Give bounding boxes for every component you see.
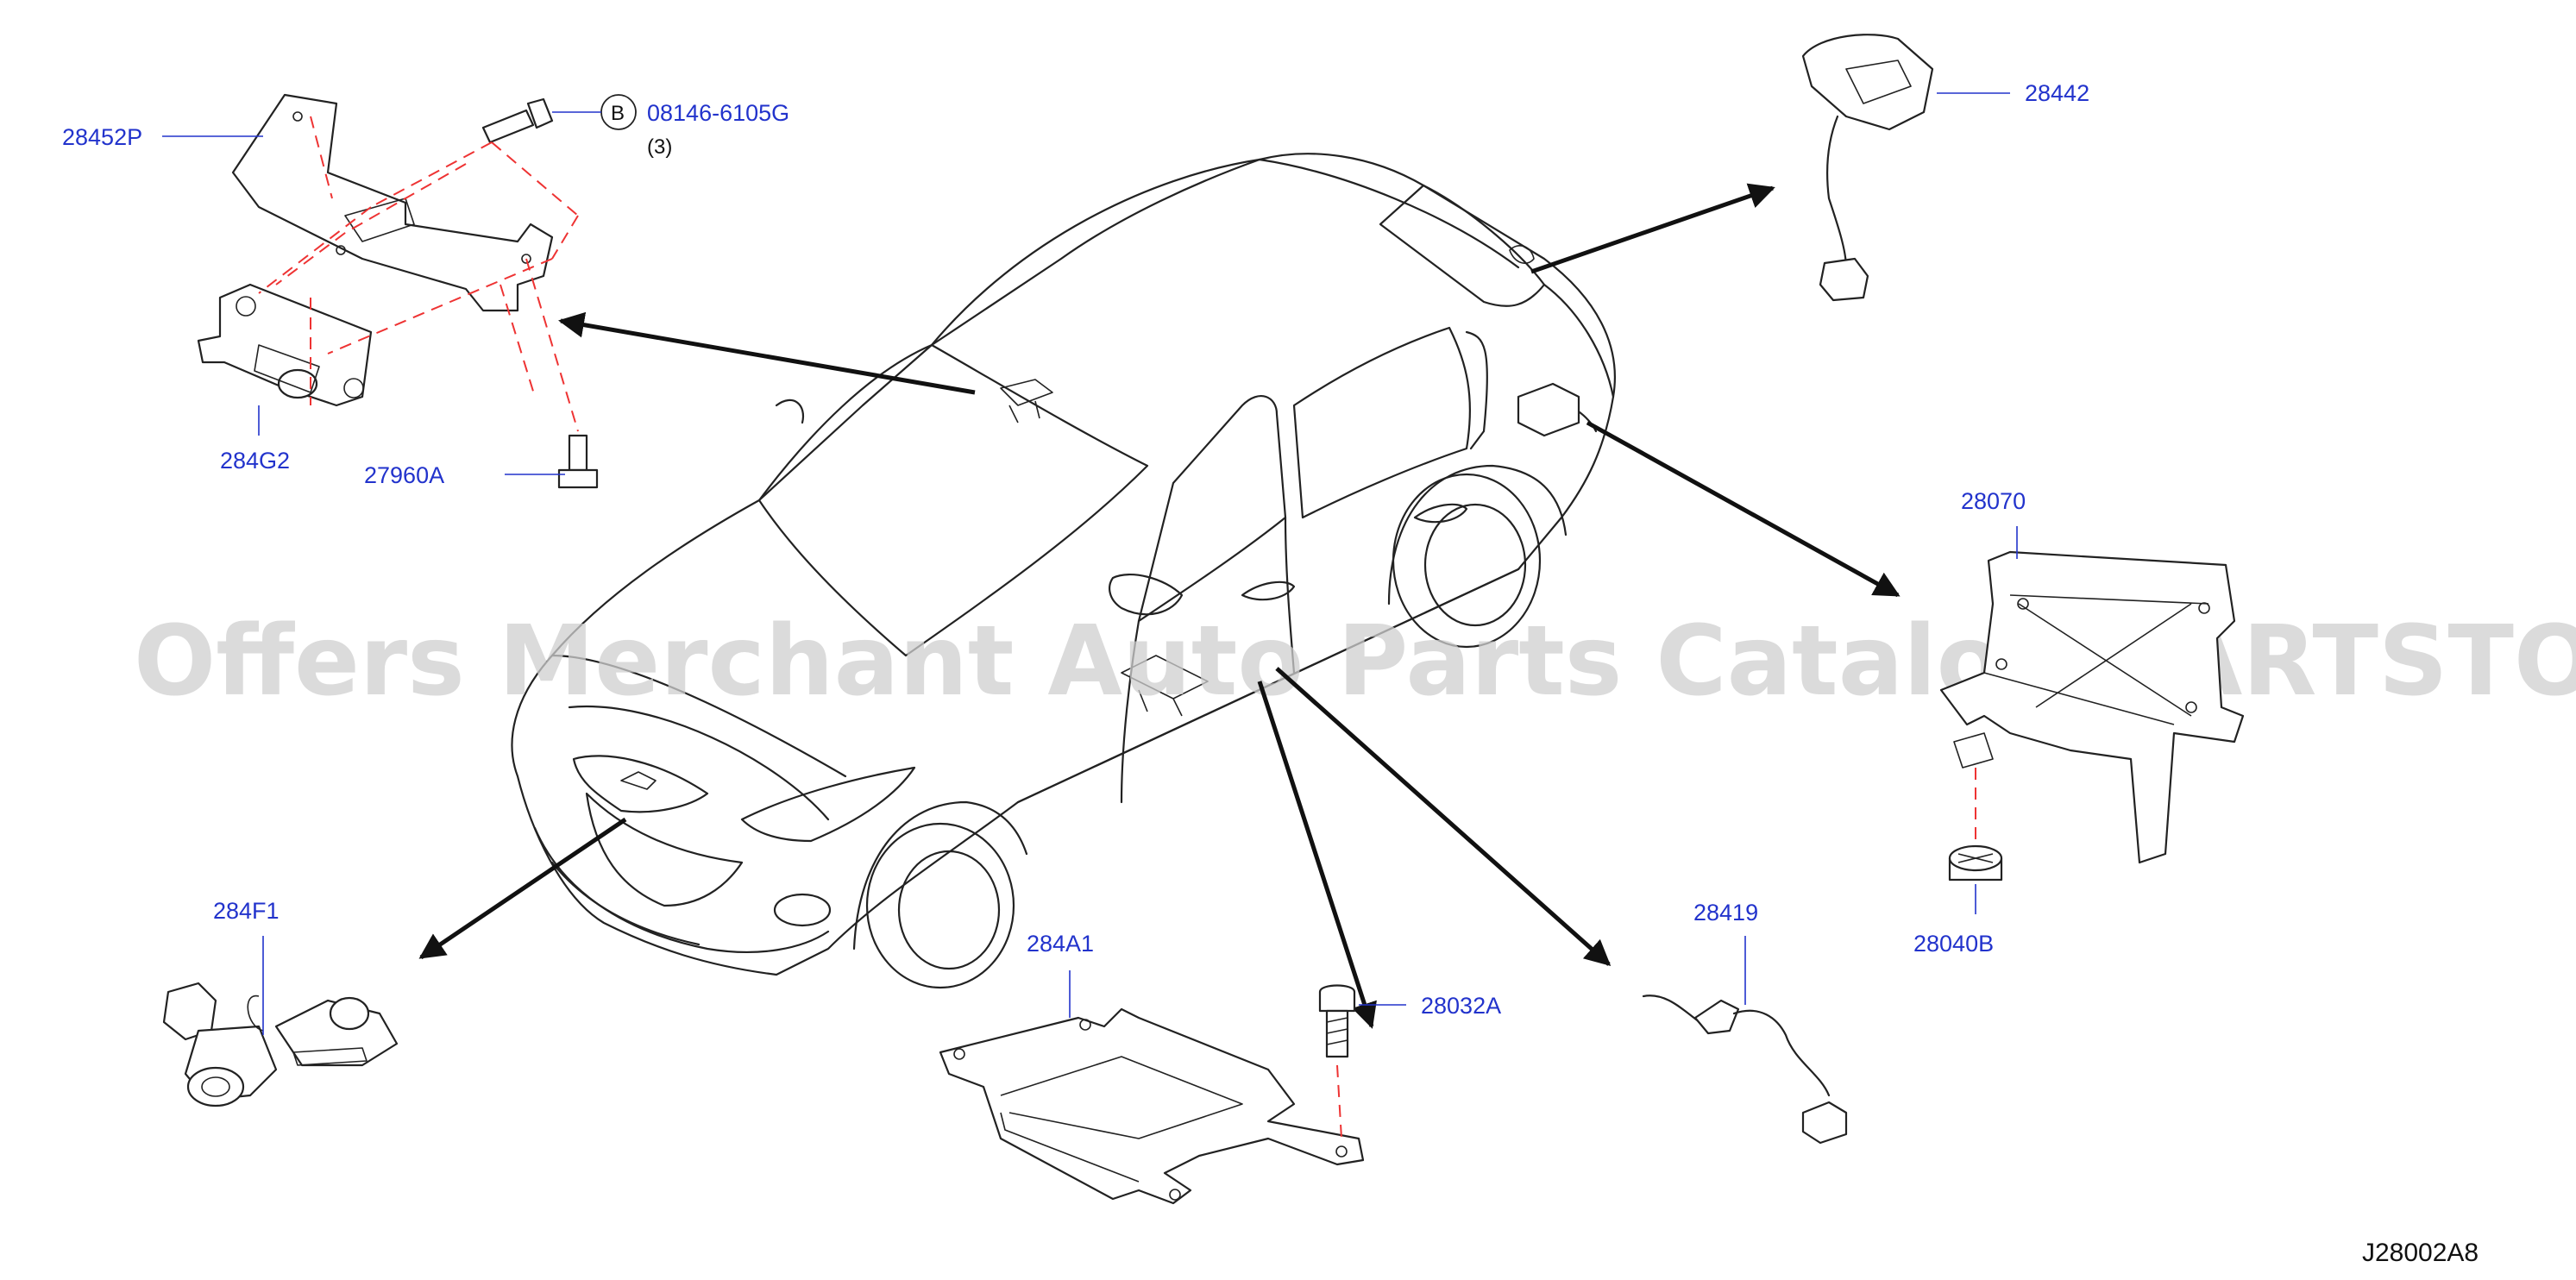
label-284F1: 284F1 (213, 898, 280, 924)
bracket-284A1 (939, 1007, 1365, 1205)
bolt-ref-letter: B (611, 102, 625, 125)
clip-28040B (1948, 844, 2003, 882)
label-28070: 28070 (1961, 488, 2026, 514)
diagram-code: J28002A8 (2362, 1239, 2479, 1267)
module-284G2 (197, 283, 373, 407)
label-28442: 28442 (2025, 80, 2089, 106)
label-27960A: 27960A (364, 462, 444, 488)
bracket-28070 (1939, 550, 2245, 864)
label-284A1: 284A1 (1027, 931, 1094, 957)
camera-284F1 (162, 982, 399, 1107)
label-28419: 28419 (1693, 900, 1758, 925)
assembly-dashes (258, 116, 579, 432)
label-08146-qty: (3) (647, 135, 672, 159)
label-28040B: 28040B (1913, 931, 1994, 957)
bolt-28032A (1318, 984, 1356, 1058)
label-28452P: 28452P (62, 124, 142, 150)
vehicle-illustration (511, 153, 1616, 989)
harness-28419 (1642, 995, 1848, 1145)
label-28032A: 28032A (1421, 993, 1501, 1019)
bolts-bracket (481, 97, 599, 489)
label-284G2: 284G2 (220, 448, 290, 474)
bracket-28452P (231, 93, 554, 312)
camera-28442 (1801, 34, 1934, 302)
label-08146-6105G: 08146-6105G (647, 100, 789, 126)
pointer-arrows (418, 183, 1901, 1029)
